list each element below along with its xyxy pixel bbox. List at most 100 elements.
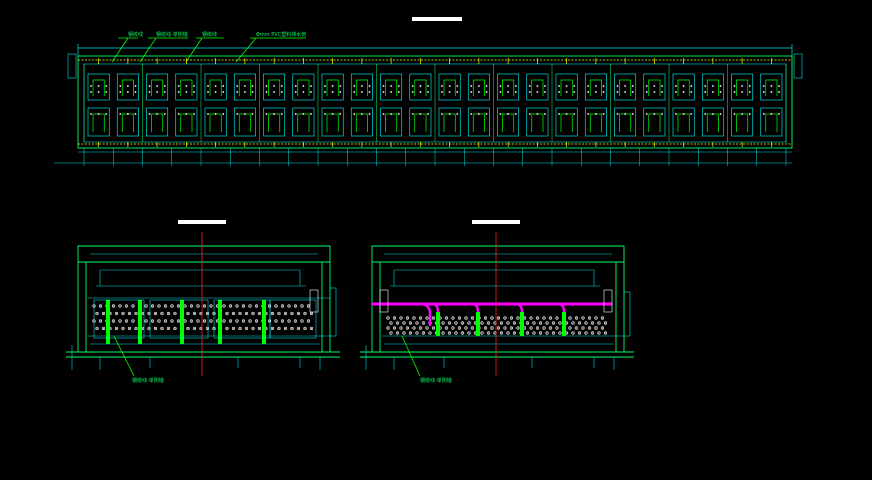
plan-rebar-dot bbox=[661, 113, 663, 115]
section-left-rebar-core bbox=[161, 328, 163, 329]
plan-cell-tendon bbox=[648, 79, 661, 96]
section-right-rebar-core bbox=[507, 322, 509, 324]
plan-rebar-dot bbox=[624, 91, 627, 93]
section-right-rebar-core bbox=[403, 332, 405, 334]
plan-cell-tendon bbox=[736, 79, 749, 96]
section-right-rebar-core bbox=[569, 327, 571, 329]
section-right-rebar-core bbox=[605, 322, 606, 324]
section-right-rebar-core bbox=[602, 327, 603, 329]
section-right-rebar-core bbox=[498, 327, 499, 329]
section-right-rebar-core bbox=[550, 317, 551, 319]
section-left-rebar-core bbox=[217, 320, 218, 322]
section-left-rebar-core bbox=[275, 305, 277, 307]
plan-cell-tendon bbox=[121, 79, 134, 96]
plan-rebar-dot bbox=[294, 91, 297, 93]
plan-rebar-dot bbox=[236, 113, 239, 115]
section-right-rebar-ring bbox=[389, 331, 393, 335]
section-right-rebar-ring bbox=[454, 331, 458, 335]
section-right-rebar-core bbox=[524, 317, 525, 319]
section-right-rebar-core bbox=[465, 317, 467, 319]
section-left-rebar-core bbox=[197, 320, 199, 322]
plan-rebar-dot bbox=[280, 91, 283, 93]
section-right-rebar-ring bbox=[545, 331, 549, 335]
plan-rebar-dot bbox=[294, 113, 297, 115]
plan-rebar-dot bbox=[594, 91, 597, 93]
plan-title-bar bbox=[412, 17, 462, 21]
section-right-rebar-core bbox=[566, 332, 567, 334]
section-left-rebar-core bbox=[210, 320, 212, 322]
section-left-rebar-ring bbox=[222, 304, 226, 308]
plan-rebar-dot bbox=[148, 113, 151, 115]
plan-rebar-dot bbox=[331, 85, 334, 87]
section-right-rebar-ring bbox=[460, 321, 465, 325]
plan-rebar-dot bbox=[156, 91, 159, 93]
plan-rebar-dot bbox=[119, 91, 122, 93]
plan-rebar-dot bbox=[251, 91, 254, 93]
plan-cell-frame bbox=[263, 73, 286, 101]
section-right-rebar-core bbox=[517, 327, 519, 329]
section-right-rebar-ring bbox=[480, 321, 484, 325]
plan-rebar-dot bbox=[602, 85, 605, 87]
section-right-rebar-core bbox=[452, 317, 454, 319]
section-left-rebar-core bbox=[129, 313, 130, 314]
plan-cell-frame bbox=[614, 73, 637, 101]
plan-rebar-dot bbox=[514, 113, 517, 115]
section-left-leader bbox=[113, 335, 135, 377]
plan-rebar-dot bbox=[390, 113, 393, 115]
section-right-rebar-ring bbox=[457, 316, 462, 320]
plan-rebar-dot bbox=[97, 91, 100, 93]
plan-cell-tendon bbox=[238, 79, 251, 96]
section-right-rebar-ring bbox=[405, 316, 410, 320]
plan-view: 钢绞线 钢绞线-单侧锚 钢绞线 Φmm PVC塑料排水管 bbox=[54, 17, 803, 166]
section-right-rebar-core bbox=[410, 332, 411, 334]
plan-rebar-dot bbox=[105, 85, 108, 87]
section-right-rebar-core bbox=[501, 322, 502, 324]
section-left-rebar-ring bbox=[173, 311, 177, 316]
plan-cell-tendon bbox=[385, 79, 398, 96]
plan-rebar-dot bbox=[682, 91, 685, 93]
section-left-rebar-ring bbox=[303, 311, 307, 316]
section-left-rebar-ring bbox=[296, 311, 301, 316]
section-left-rebar-ring bbox=[235, 304, 239, 308]
section-left-rebar-ring bbox=[267, 304, 272, 308]
section-left-rebar-core bbox=[304, 328, 306, 329]
section-left-rebar-ring bbox=[257, 326, 262, 331]
section-right-dims bbox=[365, 253, 631, 370]
section-left-rebar-ring bbox=[205, 326, 210, 331]
plan-cell-tendon bbox=[355, 79, 368, 96]
section-right-rebar-ring bbox=[574, 316, 579, 320]
section-left-rebar-core bbox=[204, 305, 205, 307]
plan-rebar-dot bbox=[119, 85, 122, 87]
plan-cell-frame bbox=[526, 107, 549, 137]
plan-rebar-dot bbox=[105, 91, 108, 93]
section-left-rebar-ring bbox=[101, 311, 106, 316]
section-right-rebar-ring bbox=[496, 326, 501, 330]
section-right-rebar-core bbox=[556, 317, 558, 319]
plan-cell-tendon bbox=[677, 79, 690, 96]
plan-rebar-dot bbox=[514, 91, 517, 93]
section-right-rebar-ring bbox=[529, 316, 533, 320]
plan-rebar-dot bbox=[441, 91, 443, 93]
section-right-rebar-core bbox=[446, 317, 447, 319]
section-left-rebar-ring bbox=[300, 304, 304, 308]
plan-rebar-dot bbox=[368, 91, 371, 93]
plan-rebar-dot bbox=[353, 85, 356, 87]
plan-rebar-dot bbox=[302, 85, 305, 87]
plan-cell-frame bbox=[438, 107, 461, 137]
section-right-rebar-core bbox=[602, 317, 603, 319]
section-right-title-bar bbox=[472, 220, 520, 224]
section-right-rebar-core bbox=[598, 322, 600, 324]
section-right-rebar-core bbox=[498, 317, 499, 319]
plan-rebar-dot bbox=[690, 113, 693, 115]
plan-rebar-dot bbox=[704, 85, 707, 87]
plan-right-end bbox=[793, 53, 803, 79]
section-right-rebar-core bbox=[452, 327, 454, 329]
plan-rebar-dot bbox=[134, 91, 137, 93]
plan-rebar-dot bbox=[594, 85, 597, 87]
section-left-rebar-core bbox=[184, 305, 186, 307]
plan-rebar-dot bbox=[456, 85, 459, 87]
section-left-rebar-core bbox=[282, 320, 283, 322]
plan-rebar-dot bbox=[536, 113, 539, 115]
plan-rebar-dot bbox=[711, 85, 714, 87]
